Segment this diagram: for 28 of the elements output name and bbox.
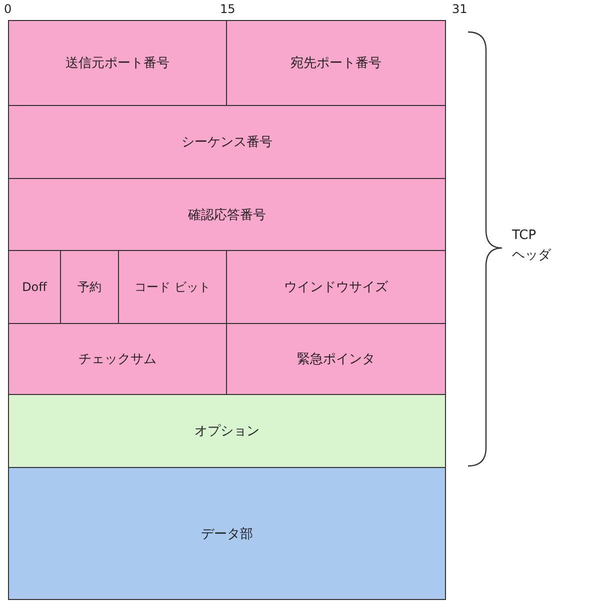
header-field (8, 467, 446, 600)
header-field (226, 20, 446, 106)
field-name: チェックサム (78, 351, 156, 368)
header-field (8, 394, 446, 468)
header-field (8, 323, 227, 395)
field-name: 送信元ポート番号 (66, 55, 170, 72)
header-field (118, 250, 227, 324)
header-field (8, 105, 446, 179)
field-name: ウインドウサイズ (284, 279, 388, 296)
header-field (8, 178, 446, 251)
header-field (8, 20, 227, 106)
field-name: 宛先ポート番号 (290, 55, 382, 72)
field-name: オプション (194, 423, 260, 440)
header-field (60, 250, 119, 324)
header-field (226, 250, 446, 324)
field-name: 緊急ポインタ (297, 351, 375, 368)
bit-number: 0 (4, 2, 12, 16)
bit-number: 31 (452, 2, 468, 16)
field-name: シーケンス番号 (182, 134, 272, 151)
header-field (8, 250, 61, 324)
field-name: コード ビット (134, 278, 212, 296)
field-name: Doff (21, 280, 48, 294)
brace-label: TCP ヘッダ (512, 227, 552, 265)
field-name: 予約 (76, 278, 102, 296)
field-name: データ部 (201, 526, 253, 542)
field-name: 確認応答番号 (188, 206, 266, 224)
header-field (226, 323, 446, 395)
bit-number: 15 (220, 2, 236, 16)
